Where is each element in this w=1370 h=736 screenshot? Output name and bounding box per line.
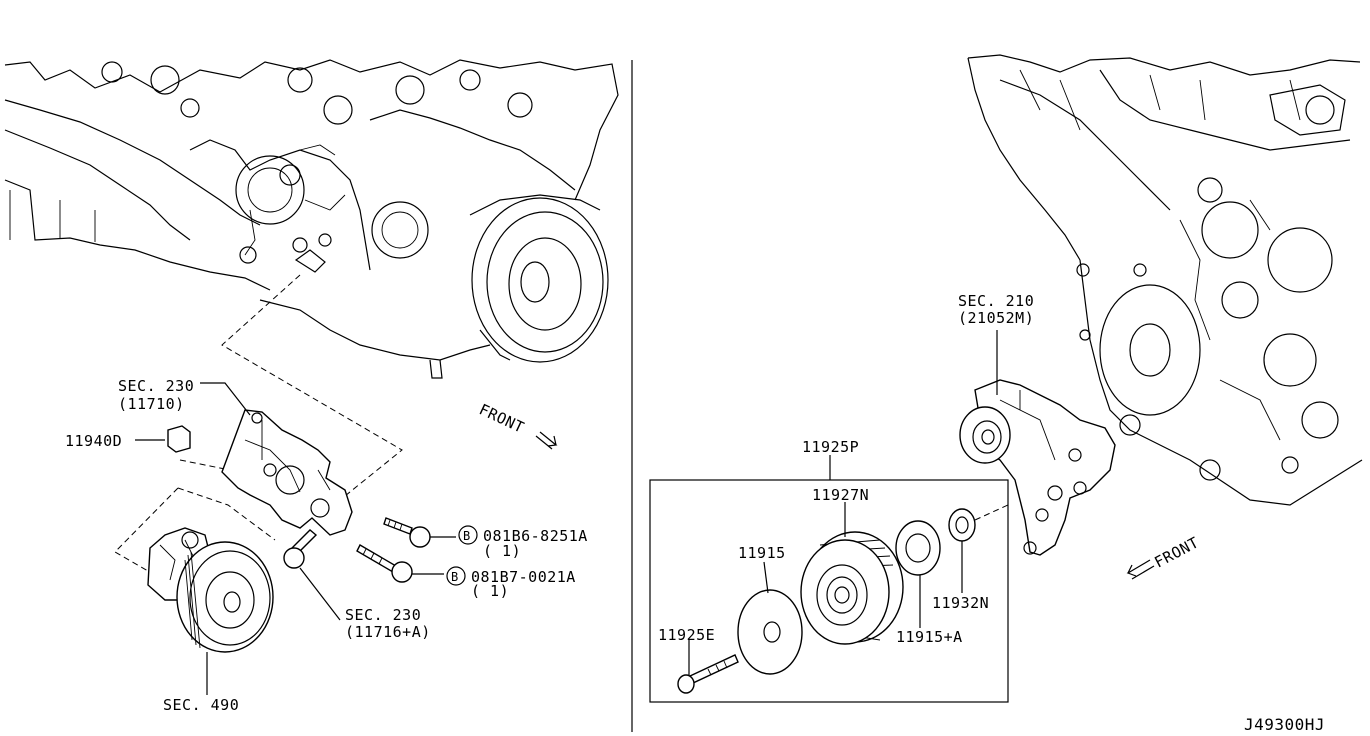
label-081b6: 081B6-8251A (483, 527, 588, 545)
left-engine-block (4, 59, 619, 379)
bolt-11925e (677, 640, 739, 694)
label-11915: 11915 (738, 544, 786, 562)
front-arrow-left: FRONT (476, 400, 558, 450)
bearing-11932n (948, 508, 976, 593)
label-sec210: SEC. 210 (958, 292, 1034, 310)
pump-bracket (221, 409, 353, 536)
bolt-11716a (283, 529, 341, 621)
power-steering-pump (147, 527, 274, 695)
parts-assembly-box (649, 479, 1009, 703)
idler-pulley-11927n (800, 502, 904, 645)
bolt-081b7 (356, 544, 444, 583)
label-11925p: 11925P (802, 438, 859, 456)
washer-11915a (895, 520, 941, 628)
label-sec230-bolt-code: (11716+A) (345, 623, 431, 641)
circle-b-marker-2: B (446, 566, 466, 586)
clip-11940d (135, 425, 191, 453)
label-11915a: 11915+A (896, 628, 963, 646)
front-label-right: FRONT (1151, 533, 1202, 571)
label-sec230-bracket-code: (11710) (118, 395, 185, 413)
circle-b-text: B (463, 529, 471, 543)
circle-b-marker-1: B (458, 525, 478, 545)
label-081b7: 081B7-0021A (471, 568, 576, 586)
plate-11915 (737, 561, 803, 675)
right-engine-block (967, 54, 1363, 506)
label-11940d: 11940D (65, 432, 122, 450)
leader-sec230 (200, 382, 251, 416)
label-11927n: 11927N (812, 486, 869, 504)
axis-dash (974, 504, 1009, 521)
front-label-left: FRONT (476, 400, 527, 436)
idler-bracket-sec210 (959, 379, 1116, 556)
label-11925e: 11925E (658, 626, 715, 644)
diagram-code: J49300HJ (1244, 715, 1325, 734)
label-sec210-code: (21052M) (958, 309, 1034, 327)
bolt-081b6 (383, 517, 456, 548)
label-081b6-qty: ( 1) (483, 542, 521, 560)
label-11932n: 11932N (932, 594, 989, 612)
label-081b7-qty: ( 1) (471, 582, 509, 600)
label-sec230-bracket: SEC. 230 (118, 377, 194, 395)
label-sec490: SEC. 490 (163, 696, 239, 714)
front-arrow-right: FRONT (1126, 533, 1202, 580)
circle-b-text: B (451, 570, 459, 584)
label-sec230-bolt: SEC. 230 (345, 606, 421, 624)
